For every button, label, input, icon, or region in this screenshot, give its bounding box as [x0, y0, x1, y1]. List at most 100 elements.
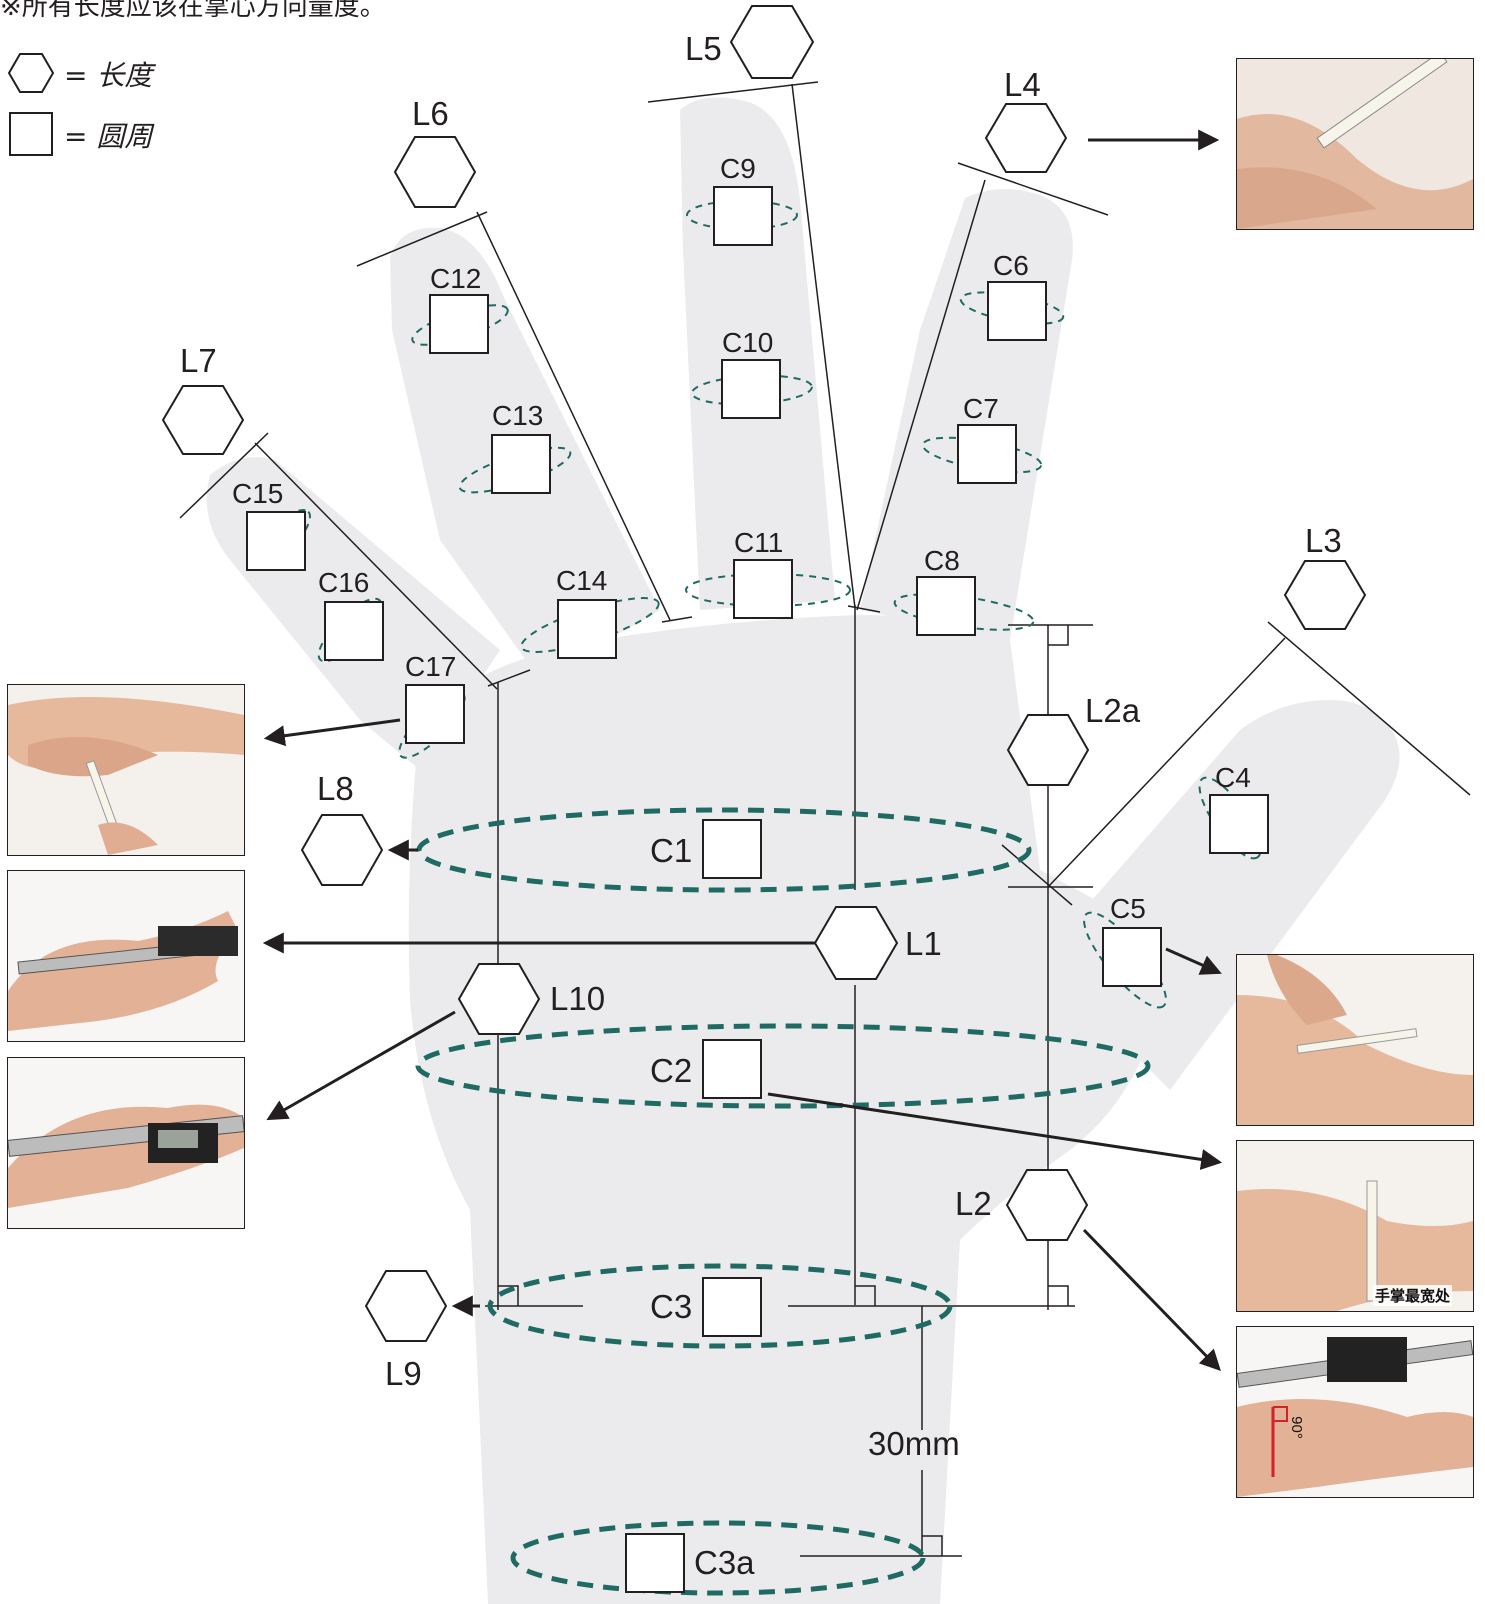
l8-hexagon-icon [300, 814, 384, 886]
arrow-l10 [266, 1010, 456, 1121]
c6-square-icon [987, 281, 1047, 341]
c10-square-icon [721, 359, 781, 419]
photo-l2-measurement: 90° [1236, 1326, 1474, 1498]
l5-hexagon-icon [729, 5, 815, 79]
label-c9: C9 [720, 153, 756, 184]
photo-c5-measurement [1236, 954, 1474, 1126]
legend-square-icon [9, 112, 53, 156]
arrow-l2 [1082, 1228, 1221, 1372]
label-c10: C10 [722, 327, 773, 358]
photo-c17-content [8, 697, 244, 855]
label-l2: L2 [955, 1185, 992, 1222]
c13-square-icon [491, 434, 551, 494]
label-c15: C15 [232, 478, 283, 509]
label-l2a: L2a [1085, 692, 1141, 729]
label-l1: L1 [905, 925, 942, 962]
l1-hexagon-icon [813, 906, 899, 980]
palm-widest-annotation: 手掌最宽处 [1373, 1285, 1453, 1306]
label-c11: C11 [734, 527, 783, 558]
length-reference-lines [179, 81, 1471, 1557]
arrow-c2 [767, 1092, 1223, 1170]
label-c8: C8 [924, 545, 960, 576]
ring-c3a [510, 1520, 926, 1596]
circumference-squares [246, 186, 1269, 1593]
l10-hexagon-icon [457, 963, 541, 1035]
label-c13: C13 [492, 400, 543, 431]
ring-c2 [415, 1023, 1151, 1109]
legend-length-label: 长度 [96, 59, 153, 92]
palm [408, 615, 1170, 1604]
l2-hexagon-icon [1005, 1169, 1089, 1241]
label-c4: C4 [1215, 762, 1251, 793]
photo-c2-content [1237, 1180, 1473, 1311]
label-c16: C16 [318, 567, 369, 598]
c3a-square-icon [625, 1533, 685, 1593]
ring-c3 [487, 1263, 953, 1349]
label-c6: C6 [993, 250, 1029, 281]
label-l3: L3 [1305, 522, 1342, 559]
c12-square-icon [429, 294, 489, 354]
label-l5: L5 [685, 30, 722, 67]
c17-square-icon [405, 684, 465, 744]
label-c12: C12 [430, 263, 481, 294]
l9-hexagon-icon [364, 1270, 448, 1342]
label-c7: C7 [963, 393, 999, 424]
ring-c1 [416, 807, 1032, 893]
label-l4: L4 [1004, 66, 1041, 103]
c11-square-icon [733, 559, 793, 619]
photo-l4-measurement [1236, 58, 1474, 230]
right-angle-annotation: 90° [1287, 1416, 1305, 1439]
legend-length-symbol: = [64, 59, 88, 92]
legend-hexagon-icon [7, 53, 55, 93]
label-c5: C5 [1110, 893, 1146, 924]
arrows [262, 129, 1223, 1372]
label-c3a: C3a [694, 1544, 755, 1581]
c16-square-icon [324, 601, 384, 661]
label-l7: L7 [180, 342, 217, 379]
label-l9: L9 [385, 1355, 422, 1392]
label-30mm: 30mm [868, 1425, 960, 1462]
legend [7, 53, 55, 156]
c9-square-icon [713, 186, 773, 246]
c4-square-icon [1209, 794, 1269, 854]
photo-l10-measurement [7, 1057, 245, 1229]
label-c2: C2 [650, 1052, 692, 1089]
photo-l1-measurement [7, 870, 245, 1042]
c2-square-icon [702, 1039, 762, 1099]
header-note: ※所有长度应该在掌心方向量度。 [0, 0, 386, 22]
label-c1: C1 [650, 832, 692, 869]
l3-hexagon-icon [1283, 560, 1367, 630]
arrow-c5 [1165, 947, 1222, 975]
label-c17: C17 [405, 651, 456, 682]
l2a-hexagon-icon [1006, 714, 1090, 786]
photo-l4-content [1237, 59, 1473, 229]
label-c3: C3 [650, 1288, 692, 1325]
photo-c2-measurement: 手掌最宽处 [1236, 1140, 1474, 1312]
small-labels: C9 C10 C11 C6 C7 C8 C12 C13 C14 C15 C16 … [232, 153, 1251, 924]
photo-c17-measurement [7, 684, 245, 856]
photo-l10-content [8, 1104, 244, 1208]
photo-l1-content [8, 911, 238, 1031]
l7-hexagon-icon [161, 385, 245, 455]
c3-square-icon [702, 1277, 762, 1337]
label-c14: C14 [556, 565, 607, 596]
arrow-c17 [263, 718, 401, 747]
legend-circumference-symbol: = [64, 120, 88, 153]
c8-square-icon [916, 576, 976, 636]
c14-square-icon [557, 599, 617, 659]
c15-square-icon [246, 511, 306, 571]
l6-hexagon-icon [393, 136, 477, 208]
legend-length: = 长度 [64, 54, 152, 94]
label-l8: L8 [317, 770, 354, 807]
c7-square-icon [957, 424, 1017, 484]
legend-circumference-label: 圆周 [96, 120, 153, 153]
l4-hexagon-icon [984, 103, 1068, 173]
large-circumference-rings [415, 807, 1151, 1596]
label-l6: L6 [412, 95, 449, 132]
diagram-labels: L5 L4 L6 L7 L3 L2a L8 L1 L10 L2 L9 C1 C2… [180, 30, 1342, 1581]
length-hexagons [161, 5, 1367, 1342]
photo-c5-content [1237, 955, 1473, 1125]
photo-l2-content [1237, 1337, 1473, 1497]
c1-square-icon [702, 819, 762, 879]
